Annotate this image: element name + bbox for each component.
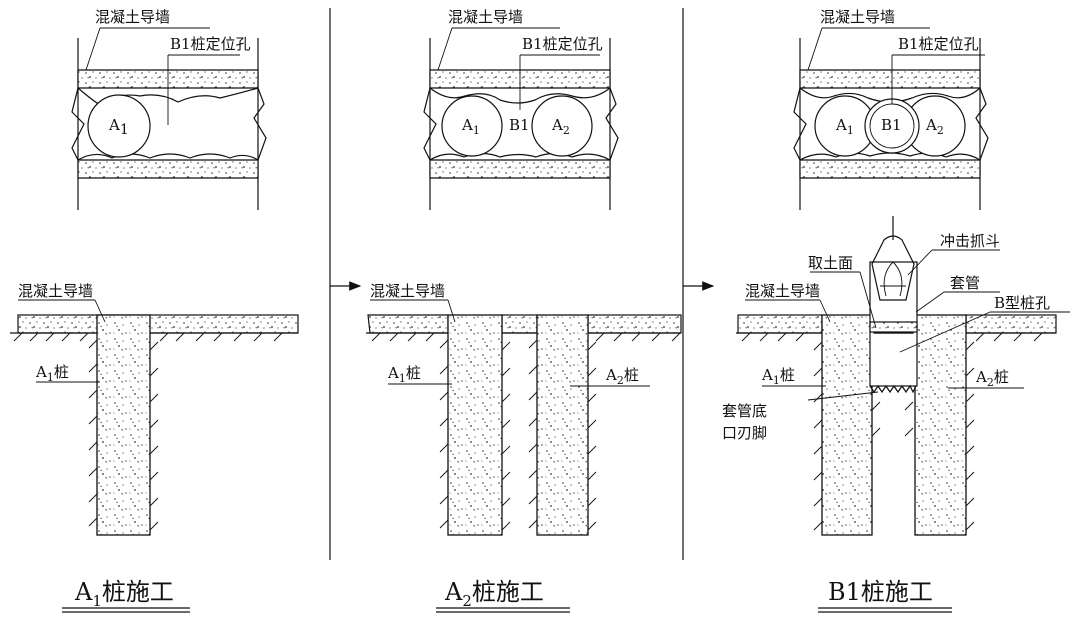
section-guide-wall	[737, 314, 823, 334]
soil-surface-label: 取土面	[808, 254, 853, 272]
plan-wall-label: 混凝土导墙	[448, 8, 523, 26]
pile-a2	[914, 314, 967, 536]
section-guide-wall-right	[965, 314, 1057, 334]
section-view-b1: 混凝土导墙 取土面 冲击抓斗 套管 B型桩孔 套管底 口刃脚 A1桩 A2桩	[722, 216, 1070, 536]
casing-label: 套管	[950, 274, 980, 292]
grab-jaws	[880, 261, 906, 297]
ground-hatch	[371, 332, 681, 531]
ground-hatch	[13, 332, 283, 531]
svg-text:B1桩施工: B1桩施工	[828, 578, 933, 606]
soil-plug	[869, 321, 918, 333]
plan-circle-label-a1: A1	[835, 116, 854, 137]
plan-wall-label: 混凝土导墙	[95, 8, 170, 26]
plan-circle-label-b1: B1	[881, 116, 902, 134]
panel-a2: 混凝土导墙 B1桩定位孔 A1 B1 A2 混凝土导墙 A1桩 A2桩 A2桩施…	[366, 8, 682, 613]
guide-wall-bottom	[799, 159, 981, 179]
section-guide-wall	[17, 314, 299, 334]
svg-text:A1桩施工: A1桩施工	[74, 578, 174, 610]
plan-hole-label: B1桩定位孔	[170, 35, 251, 53]
plan-wall-label: 混凝土导墙	[820, 8, 895, 26]
plan-circle-label: A1	[108, 116, 129, 138]
pile-a1	[821, 314, 873, 536]
guide-wall-bottom	[429, 159, 611, 179]
pile-circle-a2	[531, 95, 593, 157]
casing-edge-label-line2: 口刃脚	[722, 424, 767, 442]
plan-circle-label-a1: A1	[461, 116, 480, 137]
ground-hatch	[741, 332, 1043, 531]
svg-text:A2桩施工: A2桩施工	[444, 578, 544, 610]
pile-label-a1: A1桩	[387, 364, 421, 385]
plan-hole-label: B1桩定位孔	[522, 35, 603, 53]
plan-hole-label: B1桩定位孔	[898, 35, 979, 53]
section-wall-label: 混凝土导墙	[18, 282, 93, 300]
pile-label-a1: A1桩	[761, 366, 795, 387]
plan-circle-label-b1: B1	[509, 116, 530, 134]
casing-cutting-edge	[869, 384, 917, 394]
section-wall-label: 混凝土导墙	[370, 282, 445, 300]
pile-a1	[96, 314, 151, 536]
b-hole-label: B型桩孔	[994, 294, 1050, 312]
panel-b1: 混凝土导墙 B1桩定位孔 A1 B1 A2	[722, 8, 1070, 613]
grab-bucket	[871, 235, 915, 301]
grab-label: 冲击抓斗	[940, 232, 1000, 250]
panel-a1: 混凝土导墙 B1桩定位孔 A1 混凝土导墙 A1桩 A1桩施工	[10, 8, 299, 613]
pile-label-a2: A2桩	[975, 368, 1009, 389]
section-wall-label: 混凝土导墙	[745, 282, 820, 300]
caption-a2: A2桩施工	[436, 578, 570, 613]
pile-circle-a1	[441, 95, 503, 157]
pile-label-a2: A2桩	[605, 366, 639, 387]
section-view-a1: 混凝土导墙 A1桩	[10, 282, 299, 536]
pile-a1	[447, 314, 503, 536]
pile-a2	[536, 314, 589, 536]
caption-a1: A1桩施工	[62, 578, 190, 613]
plan-circle-label-a2: A2	[925, 116, 944, 137]
section-guide-wall-mid	[501, 314, 538, 334]
section-guide-wall-right	[587, 314, 682, 334]
casing-edge-label-line1: 套管底	[722, 402, 767, 420]
guide-wall-bottom	[77, 159, 259, 179]
guide-wall-top	[799, 69, 981, 89]
plan-view-a1: 混凝土导墙 B1桩定位孔 A1	[71, 8, 267, 210]
pile-label-a1: A1桩	[35, 363, 69, 384]
pile-circle-a1	[87, 94, 151, 158]
section-guide-wall	[367, 314, 449, 334]
section-view-a2: 混凝土导墙 A1桩 A2桩	[366, 282, 682, 536]
plan-view-a2: 混凝土导墙 B1桩定位孔 A1 B1 A2	[423, 8, 619, 210]
caption-b1: B1桩施工	[818, 578, 952, 613]
plan-circle-label-a2: A2	[551, 116, 570, 137]
plan-view-b1: 混凝土导墙 B1桩定位孔 A1 B1 A2	[793, 8, 989, 210]
